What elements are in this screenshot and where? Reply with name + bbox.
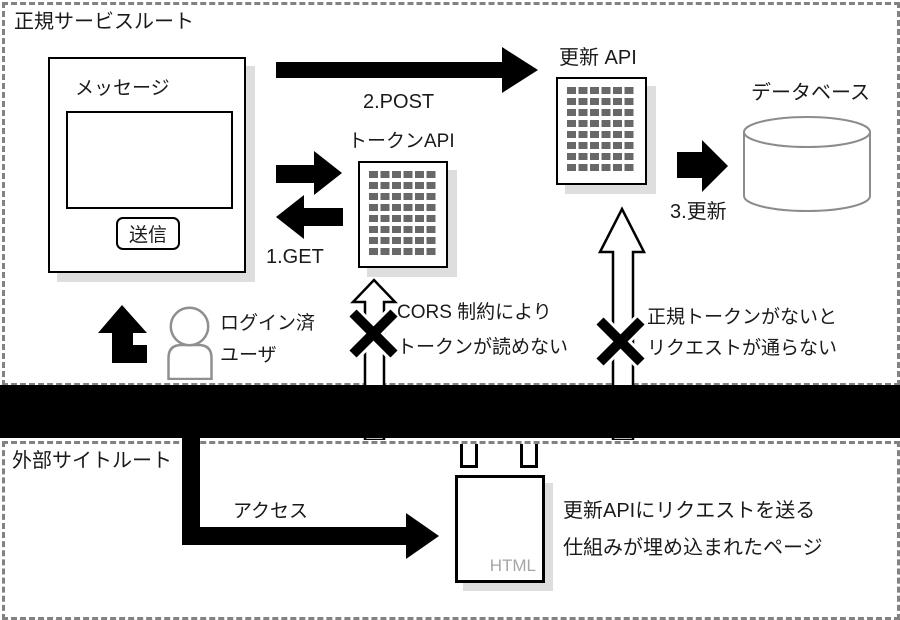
api-document-grid bbox=[567, 87, 634, 171]
cors-block-text-line2: トークンが読めない bbox=[397, 337, 569, 358]
get-arrow-label: 1.GET bbox=[266, 246, 324, 268]
message-window: メッセージ 送信 bbox=[48, 57, 246, 273]
legit-region-label: 正規サービスルート bbox=[14, 11, 194, 33]
message-window-title: メッセージ bbox=[75, 78, 170, 99]
user-icon bbox=[167, 306, 213, 380]
legit-service-region bbox=[2, 2, 900, 386]
user-label-line1: ログイン済 bbox=[220, 313, 316, 334]
cors-block-text-line1: CORS 制約により bbox=[397, 302, 552, 323]
update-arrow-label: 3.更新 bbox=[670, 201, 727, 223]
update-api-label: 更新 API bbox=[559, 47, 637, 69]
html-page-desc-line1: 更新APIにリクエストを送る bbox=[563, 500, 816, 522]
update-arrow-head bbox=[702, 140, 728, 192]
api-document-grid bbox=[369, 171, 436, 255]
update-api-icon bbox=[556, 77, 647, 185]
blocked-request-stub bbox=[520, 444, 538, 468]
database-icon bbox=[743, 116, 871, 212]
external-region-label: 外部サイトルート bbox=[12, 450, 172, 472]
message-textarea[interactable] bbox=[66, 111, 233, 209]
get-response-arrow-shaft bbox=[303, 208, 343, 226]
block-x-icon bbox=[594, 315, 647, 368]
post-arrow-head bbox=[502, 47, 538, 93]
token-api-label: トークンAPI bbox=[348, 131, 455, 152]
user-label-line2: ユーザ bbox=[220, 345, 277, 366]
access-arrow-vertical bbox=[182, 430, 200, 545]
html-page-desc-line2: 仕組みが埋め込まれたページ bbox=[563, 537, 823, 559]
update-arrow-shaft bbox=[677, 152, 704, 178]
post-arrow-shaft bbox=[276, 62, 504, 78]
get-request-arrow-head bbox=[314, 151, 342, 195]
login-arrow bbox=[98, 305, 147, 363]
get-request-arrow-shaft bbox=[276, 165, 316, 183]
access-arrow-label: アクセス bbox=[233, 501, 309, 522]
origin-boundary-bar bbox=[0, 385, 900, 438]
html-page-label: HTML bbox=[489, 556, 536, 575]
blocked-token-arrow bbox=[350, 278, 398, 440]
external-site-region bbox=[2, 441, 900, 620]
post-arrow-label: 2.POST bbox=[363, 91, 435, 113]
token-block-text-line2: リクエストが通らない bbox=[647, 338, 838, 359]
database-label: データベース bbox=[751, 82, 870, 104]
send-button[interactable]: 送信 bbox=[116, 217, 180, 250]
blocked-request-stub bbox=[460, 444, 478, 468]
token-block-text-line1: 正規トークンがないと bbox=[647, 307, 838, 328]
blocked-update-arrow bbox=[597, 206, 647, 440]
block-x-icon bbox=[347, 307, 400, 360]
access-arrow-shaft bbox=[182, 527, 408, 545]
token-api-icon bbox=[358, 161, 448, 268]
access-arrow-head bbox=[406, 513, 439, 559]
html-page-icon: HTML bbox=[455, 475, 545, 583]
get-response-arrow-head bbox=[276, 195, 304, 239]
